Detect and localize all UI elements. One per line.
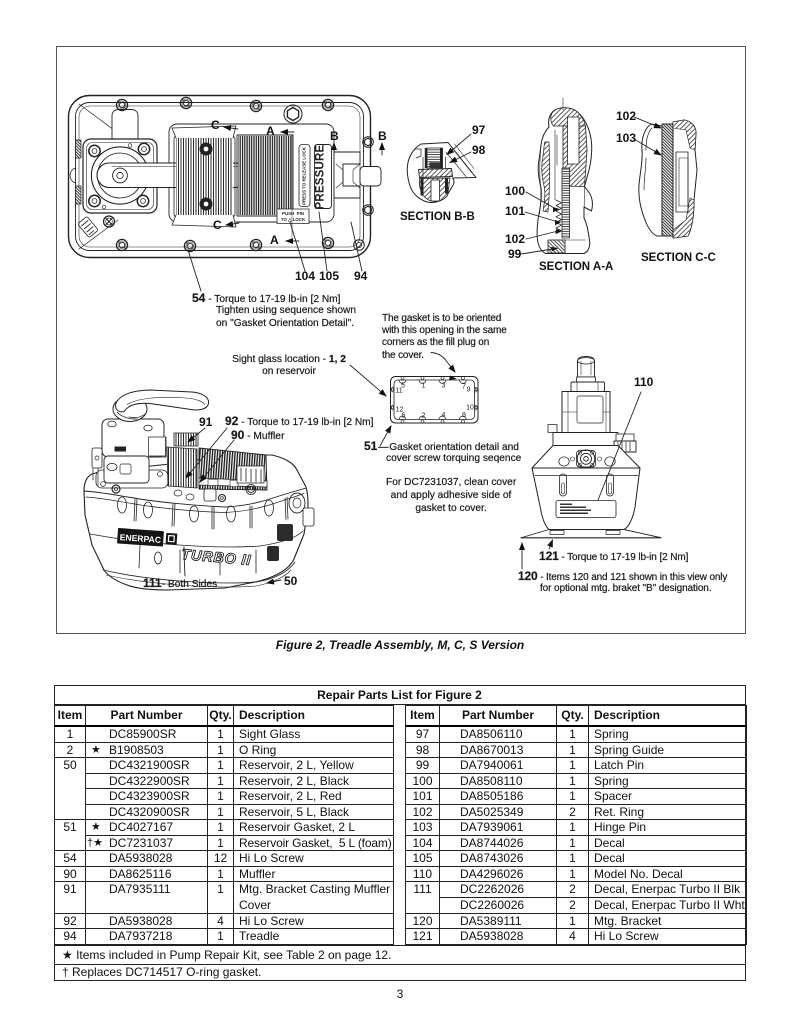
svg-text:PUSH PIN: PUSH PIN — [282, 211, 304, 216]
svg-text:11: 11 — [395, 388, 402, 395]
svg-text:1: 1 — [422, 383, 426, 390]
svg-text:9: 9 — [467, 387, 471, 394]
svg-text:TO △ LOCK: TO △ LOCK — [281, 217, 306, 222]
svg-text:PRESSURE: PRESSURE — [315, 144, 327, 209]
svg-text:5: 5 — [401, 383, 405, 390]
svg-text:PRESS TO RELEASE LOCK: PRESS TO RELEASE LOCK — [302, 146, 307, 205]
svg-text:12: 12 — [396, 407, 404, 414]
svg-text:3: 3 — [442, 383, 446, 390]
svg-text:2: 2 — [422, 413, 426, 420]
svg-text:8: 8 — [462, 412, 466, 419]
svg-text:4: 4 — [442, 412, 446, 419]
svg-text:6: 6 — [402, 413, 406, 420]
svg-text:ENERPAC: ENERPAC — [119, 532, 161, 545]
svg-text:7: 7 — [462, 384, 466, 391]
svg-text:10: 10 — [466, 405, 474, 412]
svg-text:TURBO II: TURBO II — [181, 547, 252, 569]
